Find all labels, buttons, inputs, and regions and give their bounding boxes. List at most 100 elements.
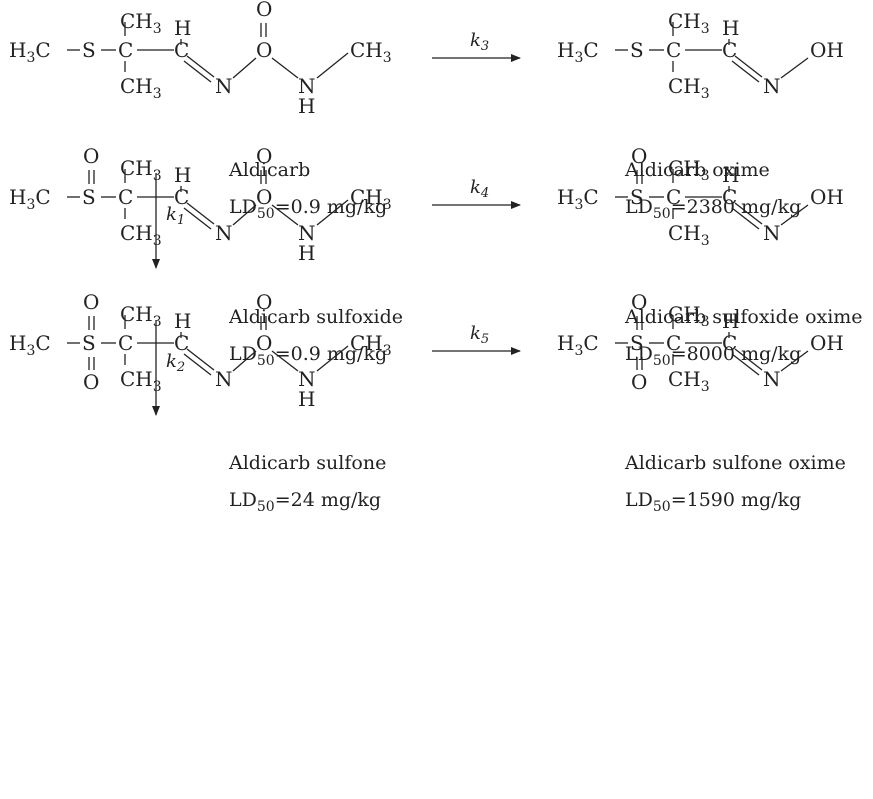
sulfoxide-oxygen: O — [83, 144, 99, 168]
methyl-bottom: CH3 — [668, 221, 710, 249]
amide-hydrogen: H — [298, 241, 315, 265]
rate-constant-label: k2 — [166, 351, 185, 375]
imine-carbon: C — [174, 331, 189, 355]
compound-name: Aldicarb sulfone oxime — [624, 452, 846, 474]
ld50-value: LD50=0.9 mg/kg — [229, 343, 387, 369]
rate-constant-label: k5 — [470, 323, 489, 347]
imine-carbon: C — [174, 185, 189, 209]
methyl-top: CH3 — [120, 156, 162, 184]
bond — [316, 199, 349, 226]
imine-carbon: C — [722, 185, 737, 209]
methyl-group: H3C — [9, 38, 51, 66]
compound-name: Aldicarb sulfone — [228, 452, 386, 474]
imine-carbon: C — [722, 38, 737, 62]
bond — [734, 348, 763, 371]
methyl-group: H3C — [557, 331, 599, 359]
imine-nitrogen: N — [215, 367, 233, 391]
hydroxyl: OH — [810, 38, 844, 62]
amide-hydrogen: H — [298, 387, 315, 411]
amide-nitrogen: N — [298, 221, 316, 245]
amide-hydrogen: H — [298, 94, 315, 118]
methyl-bottom: CH3 — [120, 74, 162, 102]
ld50-value: LD50=2380 mg/kg — [625, 196, 801, 222]
imine-nitrogen: N — [215, 74, 233, 98]
bond — [183, 207, 212, 230]
imine-hydrogen: H — [722, 309, 739, 333]
imine-nitrogen: N — [763, 367, 781, 391]
bond — [316, 52, 349, 79]
methyl-bottom: CH3 — [120, 221, 162, 249]
ld50-value: LD50=24 mg/kg — [229, 489, 381, 515]
methyl-bottom: CH3 — [120, 367, 162, 395]
n-methyl: CH3 — [350, 331, 392, 359]
methyl-group: H3C — [557, 185, 599, 213]
sulfur-atom: S — [630, 331, 644, 355]
imine-nitrogen: N — [763, 74, 781, 98]
methyl-top: CH3 — [668, 302, 710, 330]
methyl-bottom: CH3 — [668, 74, 710, 102]
amide-nitrogen: N — [298, 367, 316, 391]
bond — [186, 348, 215, 371]
methyl-top: CH3 — [668, 9, 710, 37]
imine-carbon: C — [174, 38, 189, 62]
rate-arrow-k2: k2 — [152, 320, 185, 416]
methyl-top: CH3 — [668, 156, 710, 184]
compound-name: Aldicarb — [228, 159, 310, 181]
ld50-value: LD50=0.9 mg/kg — [229, 196, 387, 222]
bond — [731, 60, 760, 83]
bond — [731, 353, 760, 376]
imine-hydrogen: H — [174, 309, 191, 333]
ester-oxygen: O — [256, 331, 272, 355]
quaternary-carbon: C — [118, 331, 133, 355]
rate-arrow-k5: k5 — [432, 323, 521, 355]
n-methyl: CH3 — [350, 38, 392, 66]
bond — [183, 353, 212, 376]
methyl-group: H3C — [9, 185, 51, 213]
sulfur-atom: S — [630, 38, 644, 62]
bond — [734, 202, 763, 225]
bond — [731, 207, 760, 230]
hydroxyl: OH — [810, 185, 844, 209]
quaternary-carbon: C — [666, 38, 681, 62]
bond — [271, 57, 299, 79]
bond — [183, 60, 212, 83]
ld50-value: LD50=1590 mg/kg — [625, 489, 801, 515]
rate-constant-label: k1 — [166, 204, 185, 228]
sulfoxide-oxygen: O — [631, 144, 647, 168]
sulfur-atom: S — [630, 185, 644, 209]
bond — [780, 350, 809, 372]
methyl-top: CH3 — [120, 9, 162, 37]
sulfoxide-oxygen: O — [631, 290, 647, 314]
sulfoxide-oxygen: O — [83, 290, 99, 314]
methyl-bottom: CH3 — [668, 367, 710, 395]
ester-oxygen: O — [256, 38, 272, 62]
sulfur-atom: S — [82, 331, 96, 355]
methyl-group: H3C — [9, 331, 51, 359]
bond — [232, 204, 257, 226]
quaternary-carbon: C — [118, 185, 133, 209]
imine-carbon: C — [722, 331, 737, 355]
methyl-top: CH3 — [120, 302, 162, 330]
bond — [780, 57, 809, 79]
carbonyl-oxygen: O — [256, 144, 272, 168]
carbonyl-oxygen: O — [256, 0, 272, 21]
quaternary-carbon: C — [666, 185, 681, 209]
imine-hydrogen: H — [722, 16, 739, 40]
quaternary-carbon: C — [118, 38, 133, 62]
compound-name: Aldicarb sulfoxide oxime — [624, 306, 863, 328]
bond — [232, 57, 257, 79]
quaternary-carbon: C — [666, 331, 681, 355]
bond — [316, 345, 349, 372]
bond — [734, 55, 763, 78]
amide-nitrogen: N — [298, 74, 316, 98]
imine-hydrogen: H — [174, 163, 191, 187]
sulfur-atom: S — [82, 185, 96, 209]
sulfone-oxygen: O — [631, 370, 647, 394]
n-methyl: CH3 — [350, 185, 392, 213]
rate-constant-label: k3 — [470, 30, 489, 54]
